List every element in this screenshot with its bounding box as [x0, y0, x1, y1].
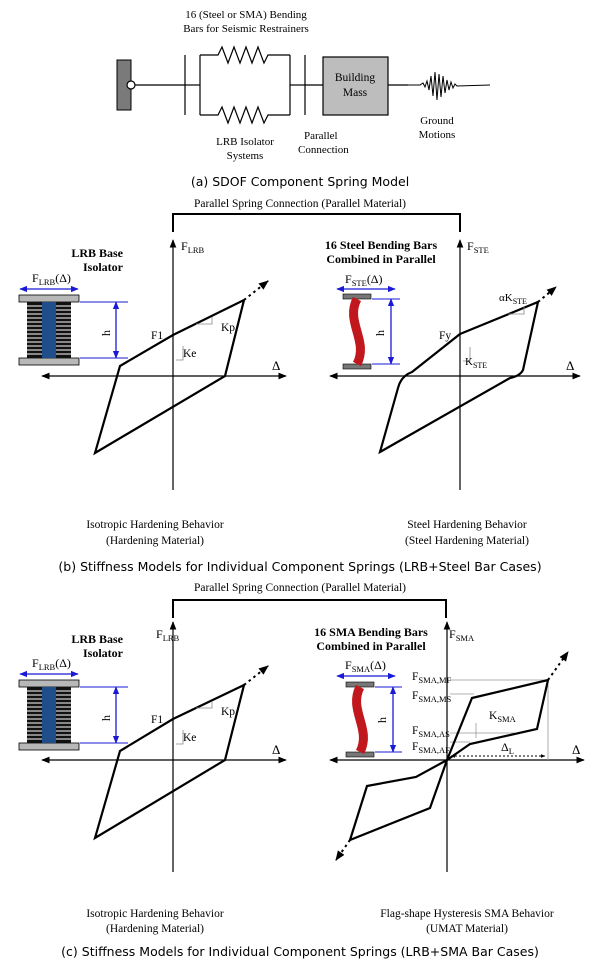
ke-slope-triangle — [176, 730, 184, 745]
panel-c-caption: (c) Stiffness Models for Individual Comp… — [61, 944, 539, 959]
alpha-k-slope-triangle — [508, 307, 525, 315]
parallel-label-2: Connection — [298, 144, 349, 156]
kp-label: Kp — [221, 322, 235, 334]
lrb-behavior-1: Isotropic Hardening Behavior — [86, 519, 223, 531]
kp-label: Kp — [221, 706, 235, 718]
building-mass-block — [322, 56, 389, 116]
force-axis-label: FLRB — [181, 239, 205, 255]
connection-label: Parallel Spring Connection (Parallel Mat… — [194, 582, 406, 594]
pin-support-icon — [126, 80, 136, 90]
hysteresis-loop — [93, 682, 246, 841]
ke-label: Ke — [183, 732, 196, 744]
hysteresis-loop — [93, 297, 246, 456]
bending-bar-spring — [200, 45, 290, 65]
hysteresis-loop — [378, 300, 540, 455]
lead-core — [42, 302, 56, 358]
connection-label: Parallel Spring Connection (Parallel Mat… — [194, 198, 406, 210]
parallel-label-1: Parallel — [304, 130, 338, 142]
lrb-isolator-icon — [18, 679, 80, 751]
height-label: h — [375, 717, 389, 723]
kp-slope-triangle — [196, 701, 213, 709]
lrb-title-1: LRB Base — [71, 632, 123, 646]
force-axis-label: FSTE — [467, 239, 489, 255]
mass-label-2: Mass — [343, 87, 368, 99]
lrb-icon-force: FLRB(Δ) — [32, 656, 71, 672]
displacement-axis-label: Δ — [566, 358, 574, 373]
flag-hysteresis-loop-negative — [348, 757, 449, 842]
panel-b-caption: (b) Stiffness Models for Individual Comp… — [58, 559, 541, 574]
lrb-behavior-2: (Hardening Material) — [106, 923, 204, 935]
delta-l-label: ΔL — [501, 740, 514, 756]
k-label: KSTE — [465, 356, 487, 370]
flag-hysteresis-loop — [444, 678, 550, 764]
sma-af-label: FSMA,AF — [412, 741, 450, 755]
bar-icon-force: FSTE(Δ) — [345, 272, 383, 288]
sma-bar-icon — [345, 681, 375, 758]
lrb-behavior-2: (Hardening Material) — [106, 535, 204, 547]
displacement-axis-label: Δ — [272, 358, 280, 373]
sma-as-label: FSMA,AS — [412, 725, 450, 739]
sma-mf-label: FSMA,MF — [412, 671, 452, 685]
ke-slope-triangle — [176, 346, 184, 361]
bar-behavior-2: (UMAT Material) — [426, 923, 508, 935]
lrb-icon-force: FLRB(Δ) — [32, 271, 71, 287]
lrb-isolator-icon — [18, 294, 80, 366]
bar-behavior-2: (Steel Hardening Material) — [405, 535, 529, 547]
sma-ms-label: FSMA,MS — [412, 690, 452, 704]
f1-label: F1 — [151, 330, 163, 342]
parallel-bracket — [172, 599, 447, 618]
force-axis-label: FLRB — [156, 627, 180, 643]
ground-motion-icon — [408, 71, 491, 101]
steel-bar-icon — [342, 293, 372, 370]
panel-c-sma-case: Parallel Spring Connection (Parallel Mat… — [18, 582, 585, 959]
lrb-label-2: Systems — [227, 150, 264, 162]
alpha-k-label: αKSTE — [499, 292, 527, 306]
f1-label: F1 — [151, 714, 163, 726]
lrb-behavior-1: Isotropic Hardening Behavior — [86, 908, 223, 920]
bars-label-1: 16 (Steel or SMA) Bending — [185, 9, 307, 21]
height-label: h — [373, 330, 387, 336]
displacement-axis-label: Δ — [572, 742, 580, 757]
bar-icon-force: FSMA(Δ) — [345, 658, 386, 674]
parallel-bracket — [172, 213, 461, 232]
kp-slope-triangle — [196, 317, 213, 325]
fy-label: Fy — [439, 330, 451, 342]
bar-title-1: 16 SMA Bending Bars — [314, 625, 428, 639]
bar-title-1: 16 Steel Bending Bars — [325, 238, 438, 252]
k-sma-label: KSMA — [489, 710, 517, 724]
force-axis-label: FSMA — [449, 627, 475, 643]
panel-a-caption: (a) SDOF Component Spring Model — [191, 174, 409, 189]
height-label: h — [99, 330, 113, 336]
panel-b-steel-case: Parallel Spring Connection (Parallel Mat… — [18, 198, 581, 574]
bar-behavior-1: Steel Hardening Behavior — [407, 519, 527, 531]
bars-label-2: Bars for Seismic Restrainers — [183, 23, 309, 35]
displacement-axis-label: Δ — [272, 742, 280, 757]
lrb-isolator-spring — [200, 105, 290, 125]
k-slope-triangle — [463, 347, 471, 362]
lrb-label-1: LRB Isolator — [216, 136, 274, 148]
bar-title-2: Combined in Parallel — [316, 639, 426, 653]
lrb-title-2: Isolator — [83, 260, 124, 274]
lrb-title-1: LRB Base — [71, 246, 123, 260]
lead-core — [42, 687, 56, 743]
bar-title-2: Combined in Parallel — [326, 252, 436, 266]
height-label: h — [99, 715, 113, 721]
lrb-title-2: Isolator — [83, 646, 124, 660]
panel-a-sdof-model: Building Mass 16 (Steel or SMA) Bending … — [116, 9, 491, 189]
bar-behavior-1: Flag-shape Hysteresis SMA Behavior — [380, 908, 554, 920]
mass-label-1: Building — [335, 72, 376, 84]
ke-label: Ke — [183, 348, 196, 360]
ground-label-2: Motions — [419, 129, 456, 141]
ground-label-1: Ground — [420, 115, 454, 127]
